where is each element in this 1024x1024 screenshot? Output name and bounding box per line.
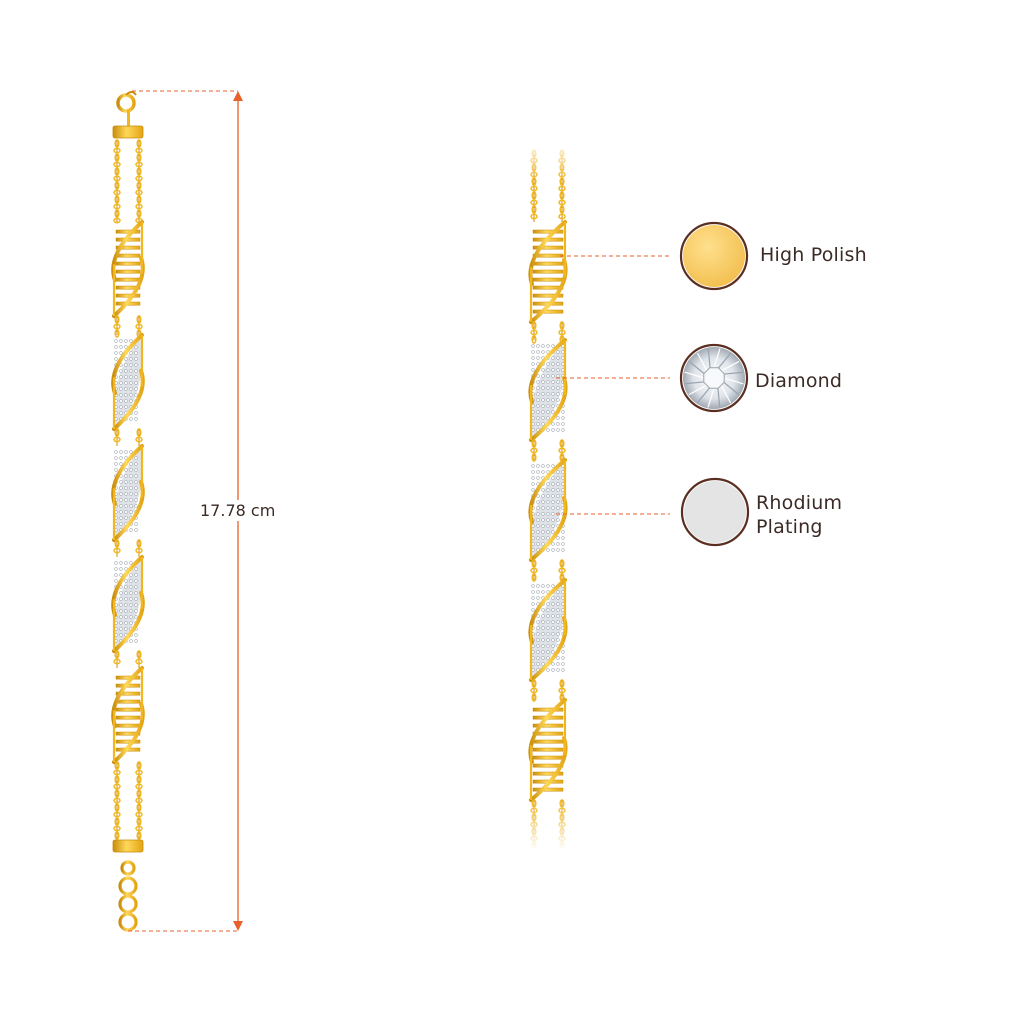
chain-strand [135, 428, 143, 446]
callout-label-rhodium-plating: Rhodium Plating [756, 491, 842, 539]
extension-ring [120, 860, 136, 876]
chain-strand [113, 428, 121, 446]
diamond-pave-segment [528, 458, 568, 562]
chain-strand [558, 679, 566, 702]
extension-ring [118, 876, 138, 896]
chain-strand [135, 539, 143, 557]
arrow-down-icon [233, 921, 243, 931]
callout-label-diamond: Diamond [755, 369, 842, 393]
diamond-pave-segment [111, 333, 145, 431]
clasp-lever [125, 91, 137, 96]
callout-label-line: Rhodium [756, 492, 843, 514]
diamond-swatch-icon [679, 343, 749, 413]
clasp-stem [127, 110, 130, 126]
extension-ring [118, 912, 138, 932]
diamond-pave-segment [111, 444, 145, 542]
diamond-pave-segment [528, 338, 568, 442]
callout-label-line: Diamond [755, 370, 843, 392]
rhodium-swatch-icon [680, 477, 750, 547]
chain-strand [135, 761, 143, 840]
fade-overlay-bottom [518, 800, 578, 850]
fade-overlay-top [518, 140, 578, 180]
chain-strand [135, 650, 143, 668]
bracelet-full-view [111, 91, 145, 932]
gold-helix-segment [111, 220, 145, 318]
gold-helix-segment [528, 698, 568, 802]
end-cap-bottom [112, 839, 144, 853]
callout-label-high-polish: High Polish [760, 243, 867, 267]
gold-swatch-icon [679, 221, 749, 291]
chain-strand [530, 321, 538, 344]
arrow-up-icon [233, 91, 243, 101]
gold-helix-segment [111, 666, 145, 764]
chain-strand [558, 439, 566, 462]
gold-helix-segment [528, 220, 568, 324]
callout-label-line: High Polish [760, 244, 867, 266]
bracelet-closeup-view [518, 140, 578, 850]
chain-strand [113, 139, 121, 224]
material-callouts [556, 221, 750, 547]
end-cap-top [112, 125, 144, 139]
callout-label-line: Plating [756, 516, 823, 538]
lobster-clasp [116, 93, 136, 113]
chain-strand [113, 761, 121, 840]
chain-strand [135, 139, 143, 224]
diamond-pave-segment [111, 555, 145, 653]
chain-strand [530, 559, 538, 582]
diamond-pave-segment [528, 578, 568, 682]
chain-strand [113, 650, 121, 668]
extension-ring [118, 894, 138, 914]
length-label: 17.78 cm [196, 500, 280, 521]
chain-strand [530, 439, 538, 462]
chain-strand [113, 315, 121, 338]
chain-strand [558, 559, 566, 582]
chain-strand [530, 679, 538, 702]
chain-strand [113, 539, 121, 557]
